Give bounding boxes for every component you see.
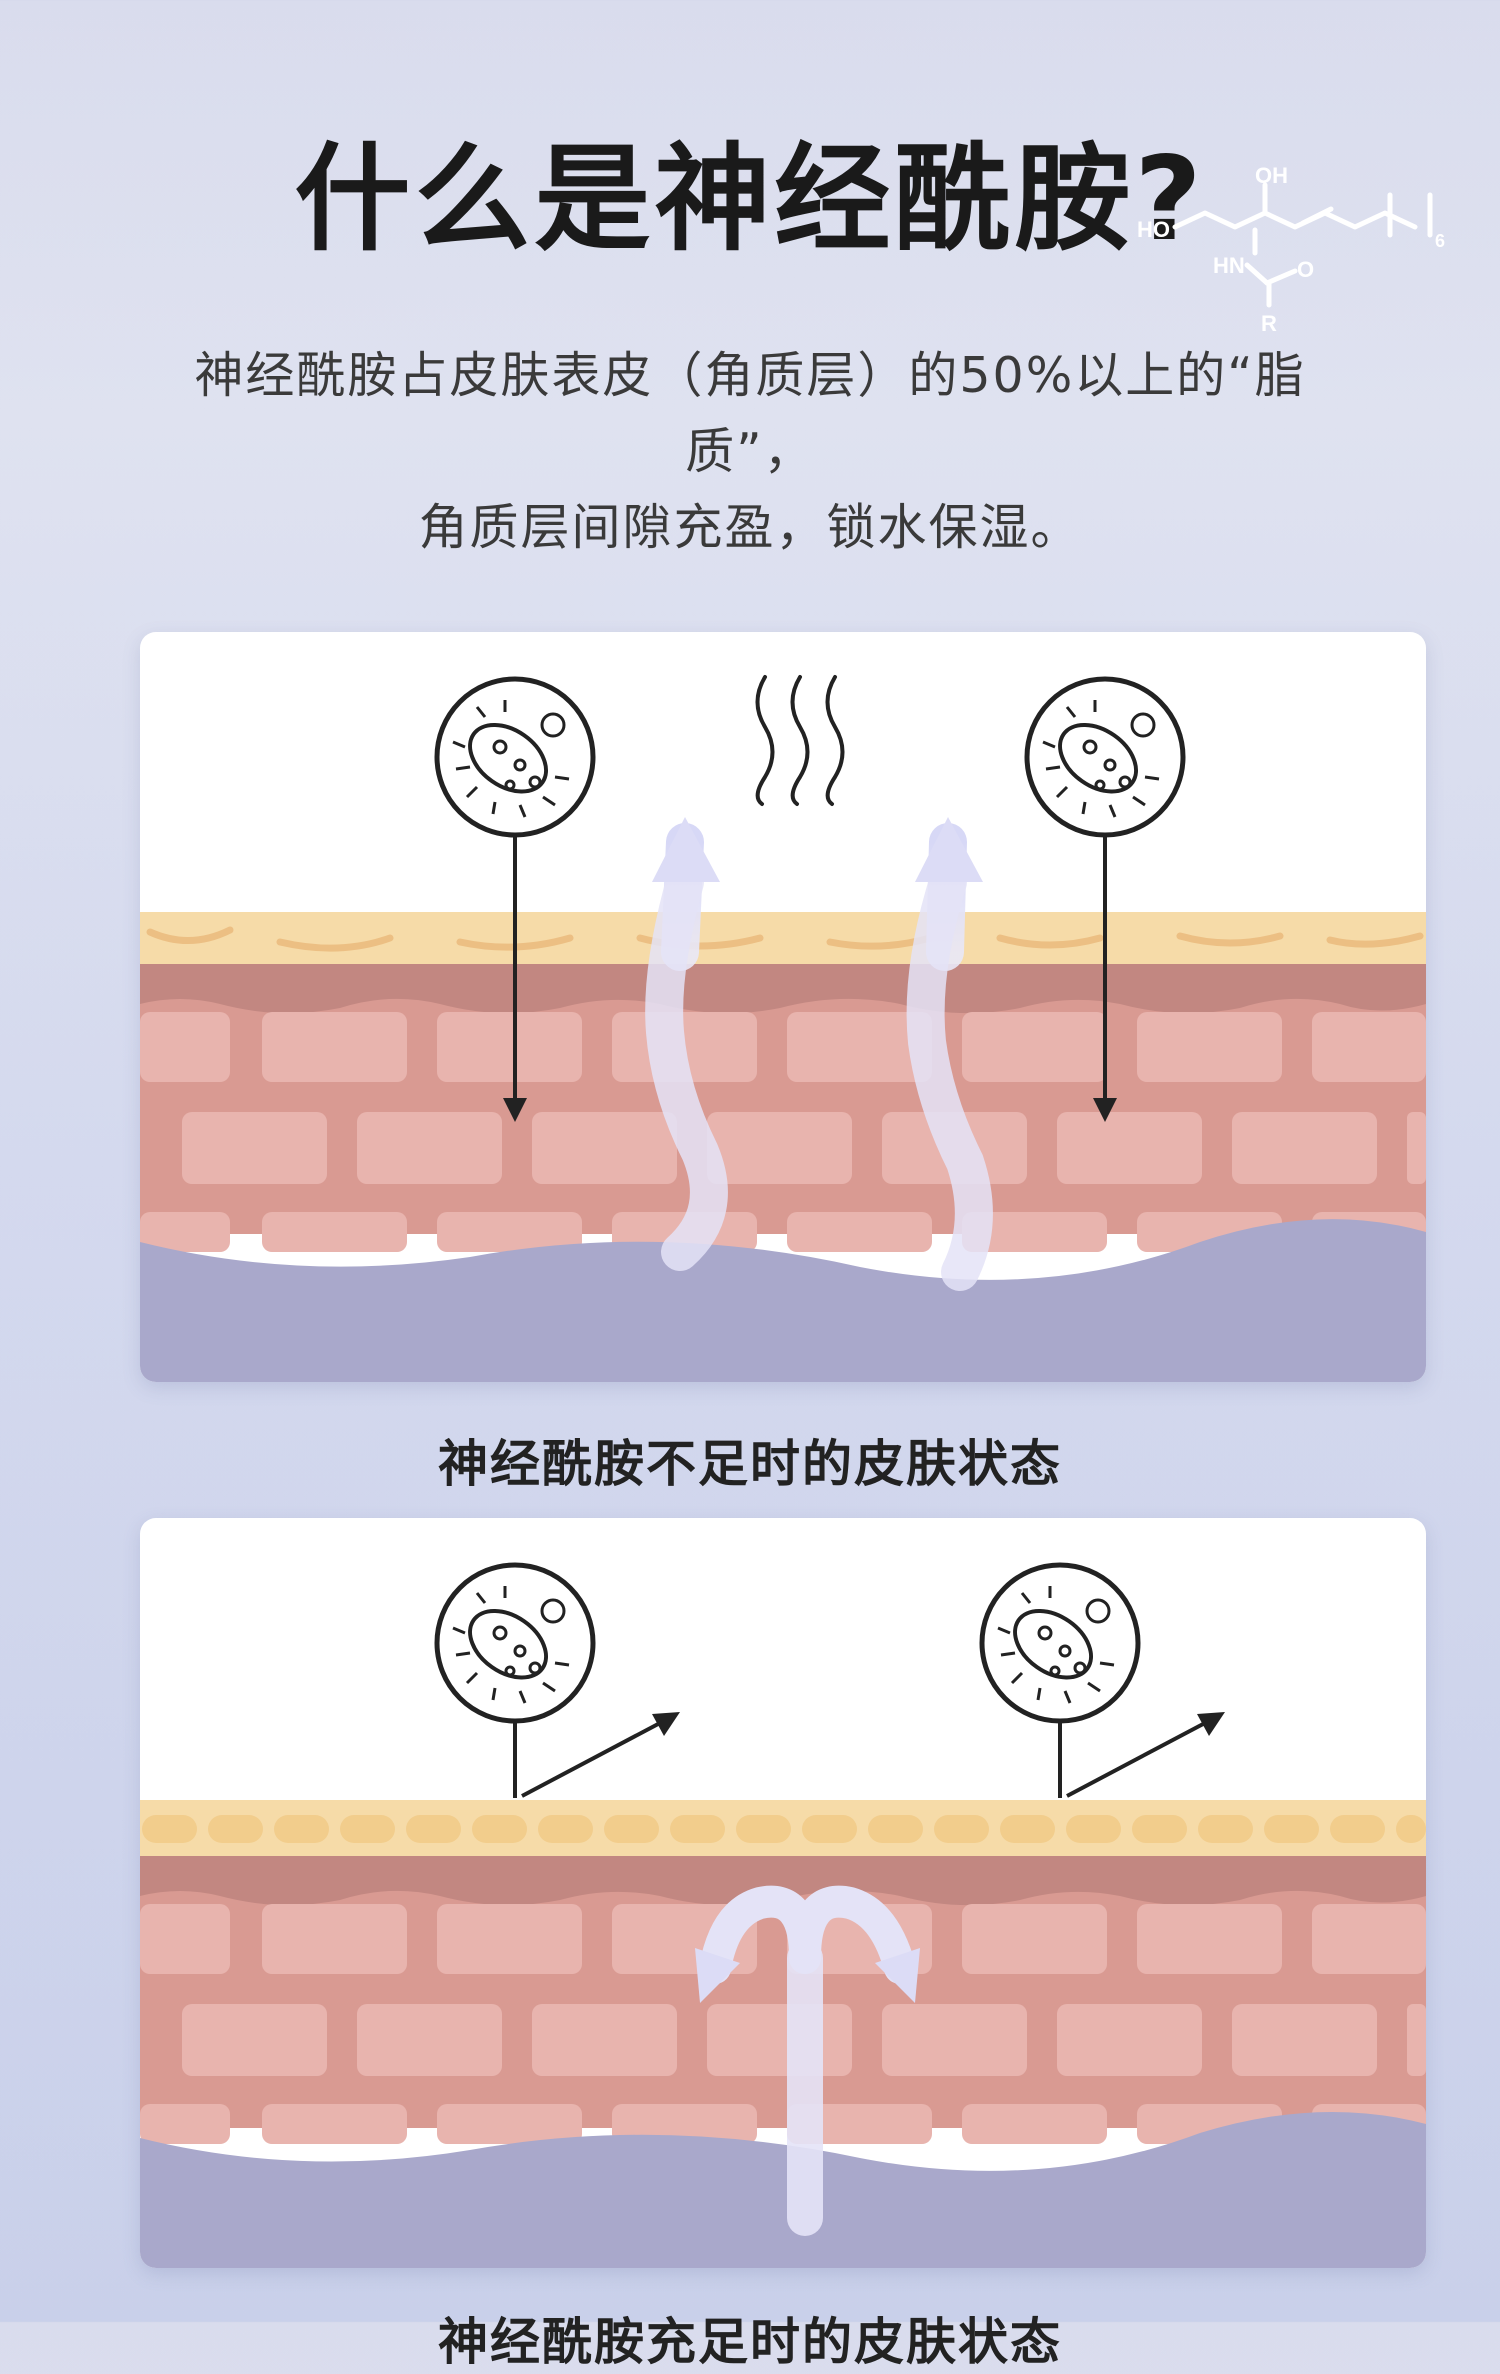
panel-caption-sufficient: 神经酰胺充足时的皮肤状态 — [438, 2313, 1062, 2371]
panel-caption-insufficient: 神经酰胺不足时的皮肤状态 — [438, 1435, 1062, 1493]
molecule-ho-label: HO — [1137, 217, 1170, 242]
water-loss-arrow-1 — [645, 817, 728, 1271]
bacteria-icon — [979, 1562, 1141, 1724]
molecule-o-label: O — [1297, 257, 1314, 282]
skin-diagram-sufficient — [140, 1518, 1426, 2268]
molecule-oh-label: OH — [1255, 163, 1288, 188]
arrow-down-icon — [503, 1098, 527, 1122]
water-retention-arrow — [695, 1885, 920, 2236]
molecule-n-label: 6 — [1435, 231, 1445, 251]
bacteria-icon — [1024, 676, 1186, 838]
ceramide-molecule-icon: OH HO HN O R 6 — [1137, 163, 1445, 336]
molecule-r-label: R — [1261, 311, 1277, 336]
subtitle-line-2: 角质层间隙充盈，锁水保湿。 — [418, 499, 1082, 556]
skin-panel-sufficient — [140, 1518, 1426, 2268]
molecule-hn-label: HN — [1213, 253, 1245, 278]
arrow-bounce-icon — [652, 1712, 680, 1736]
arrow-bounce-icon — [1197, 1712, 1225, 1736]
subtitle-line-1: 神经酰胺占皮肤表皮（角质层）的50%以上的“脂质”， — [194, 347, 1306, 480]
page-title: 什么是神经酰胺? — [294, 132, 1206, 267]
subtitle: 神经酰胺占皮肤表皮（角质层）的50%以上的“脂质”， 角质层间隙充盈，锁水保湿。 — [150, 338, 1350, 566]
skin-diagram-insufficient — [140, 632, 1426, 1382]
heat-wave-icon — [755, 675, 845, 806]
bacteria-icon — [434, 676, 596, 838]
water-loss-arrow-2 — [906, 817, 993, 1291]
arrow-down-icon — [1093, 1098, 1117, 1122]
bacteria-icon — [434, 1562, 596, 1724]
skin-panel-insufficient — [140, 632, 1426, 1382]
